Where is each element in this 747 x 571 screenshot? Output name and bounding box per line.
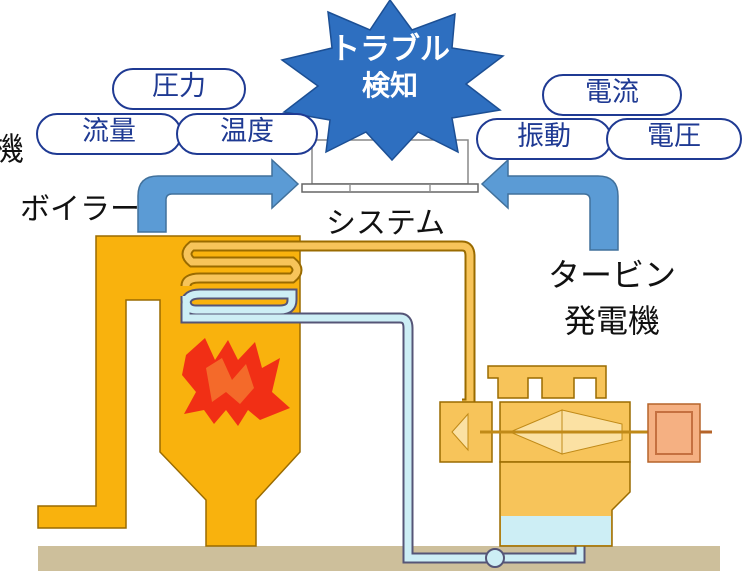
- turbine-to-system-arrow: [480, 158, 619, 251]
- turbine-label-line1: タービン: [548, 256, 677, 294]
- boiler-label: ボイラー: [20, 192, 140, 227]
- sensor-current: 電流: [542, 74, 682, 116]
- steam-pipe: [180, 240, 476, 410]
- sensor-vibration: 振動: [476, 118, 612, 160]
- sensor-pressure: 圧力: [112, 68, 246, 110]
- alert-line2: 検知: [361, 69, 418, 102]
- ground: [38, 546, 720, 571]
- system-label: システム: [326, 206, 446, 241]
- turbine-label: タービン 発電機: [548, 252, 676, 344]
- alert-line1: トラブル: [330, 32, 450, 67]
- alert-burst: [280, 0, 505, 162]
- turbine-generator: [439, 365, 712, 547]
- boiler-to-system-arrow: [137, 158, 300, 233]
- sensor-voltage: 電圧: [606, 118, 742, 160]
- water-pipe: [180, 288, 586, 568]
- flame-icon: [182, 338, 290, 426]
- edge-label: 機: [0, 130, 25, 168]
- sensor-temperature: 温度: [176, 113, 318, 155]
- alert-text: トラブル 検知: [320, 32, 460, 104]
- sensor-flow: 流量: [36, 113, 182, 155]
- turbine-label-line2: 発電機: [564, 302, 661, 340]
